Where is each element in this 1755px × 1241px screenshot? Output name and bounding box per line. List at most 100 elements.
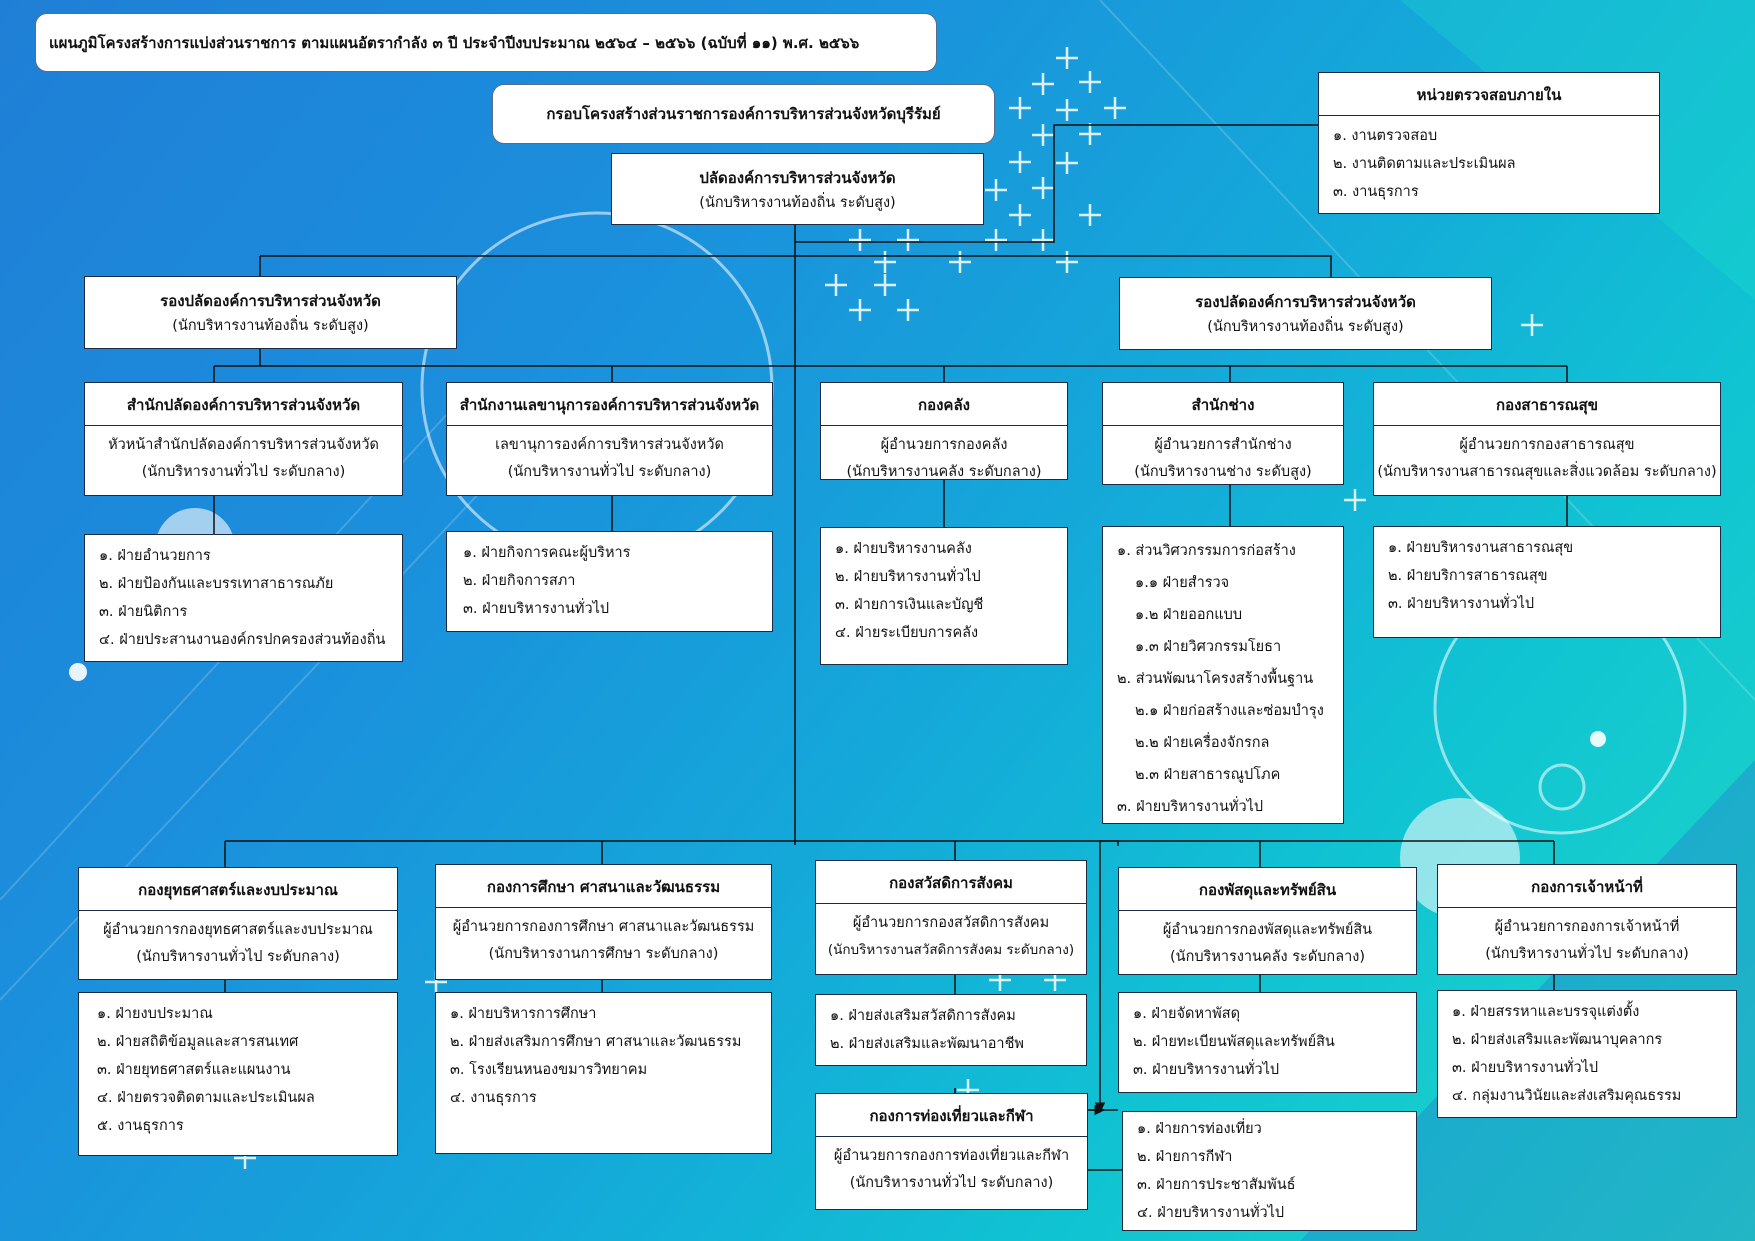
- plus-decoration-icon: [1056, 99, 1078, 121]
- plus-decoration-icon: [1032, 229, 1054, 251]
- section-list: ๑. ฝ่ายส่งเสริมสวัสดิการสังคม ๒. ฝ่ายส่ง…: [815, 994, 1087, 1066]
- division-head: ผู้อำนวยการกองยุทธศาสตร์และงบประมาณ: [103, 922, 373, 938]
- division-social-welfare: กองสวัสดิการสังคม ผู้อำนวยการกองสวัสดิกา…: [815, 860, 1087, 975]
- deputy-left-box: รองปลัดองค์การบริหารส่วนจังหวัด (นักบริห…: [84, 276, 457, 349]
- division-level: (นักบริหารงานทั่วไป ระดับกลาง): [136, 949, 340, 965]
- list-item: ๒. ฝ่ายบริการสาธารณสุข: [1388, 568, 1548, 584]
- division-finance: กองคลัง ผู้อำนวยการกองคลัง(นักบริหารงานค…: [820, 382, 1068, 480]
- division-level: (นักบริหารงานทั่วไป ระดับกลาง): [1485, 946, 1689, 962]
- section-list: ๑. ฝ่ายอำนวยการ ๒. ฝ่ายป้องกันและบรรเทาส…: [84, 534, 403, 662]
- deputy-left-title: รองปลัดองค์การบริหารส่วนจังหวัด: [160, 292, 381, 310]
- subheader: กรอบโครงสร้างส่วนราชการองค์การบริหารส่วน…: [492, 84, 995, 144]
- division-title: กองยุทธศาสตร์และงบประมาณ: [79, 868, 397, 911]
- list-item: ๑. ฝ่ายการท่องเที่ยว: [1137, 1121, 1262, 1137]
- list-item: ๒. ส่วนพัฒนาโครงสร้างพื้นฐาน: [1117, 671, 1314, 687]
- plus-decoration-icon: [1344, 489, 1366, 511]
- section-list: ๑. ฝ่ายการท่องเที่ยว ๒. ฝ่ายการกีฬา ๓. ฝ…: [1122, 1111, 1417, 1231]
- division-level: (นักบริหารงานคลัง ระดับกลาง): [1170, 949, 1365, 965]
- plus-decoration-icon: [1056, 47, 1078, 69]
- plus-decoration-icon: [1104, 97, 1126, 119]
- plus-decoration-icon: [1079, 71, 1101, 93]
- section-list: ๑. ฝ่ายงบประมาณ ๒. ฝ่ายสถิติข้อมูลและสาร…: [78, 992, 398, 1156]
- list-item: ๓. งานธุรการ: [1333, 184, 1419, 200]
- division-title: สำนักช่าง: [1103, 383, 1343, 426]
- list-item: ๑. ฝ่ายสรรหาและบรรจุแต่งตั้ง: [1452, 1004, 1640, 1020]
- list-item: ๑. ฝ่ายบริหารงานคลัง: [835, 541, 972, 557]
- section-list: ๑. ฝ่ายสรรหาและบรรจุแต่งตั้ง ๒. ฝ่ายส่งเ…: [1437, 990, 1737, 1118]
- plus-decoration-icon: [1009, 151, 1031, 173]
- division-title: กองสาธารณสุข: [1374, 383, 1720, 426]
- list-item: ๒.๒ ฝ่ายเครื่องจักรกล: [1135, 735, 1270, 751]
- list-item: ๑. ฝ่ายส่งเสริมสวัสดิการสังคม: [830, 1008, 1016, 1024]
- subheader-text: กรอบโครงสร้างส่วนราชการองค์การบริหารส่วน…: [546, 105, 941, 123]
- division-tourism-sports: กองการท่องเที่ยวและกีฬา ผู้อำนวยการกองกา…: [815, 1093, 1088, 1210]
- plus-decoration-icon: [897, 229, 919, 251]
- list-item: ๑. ฝ่ายอำนวยการ: [99, 548, 211, 564]
- list-item: ๒. ฝ่ายการกีฬา: [1137, 1149, 1233, 1165]
- division-personnel: กองการเจ้าหน้าที่ ผู้อำนวยการกองการเจ้าห…: [1437, 864, 1737, 975]
- list-item: ๔. ฝ่ายบริหารงานทั่วไป: [1137, 1205, 1285, 1221]
- division-title: กองการเจ้าหน้าที่: [1438, 865, 1736, 908]
- division-title: สำนักปลัดองค์การบริหารส่วนจังหวัด: [85, 383, 402, 426]
- section-list: ๑. ฝ่ายบริหารงานสาธารณสุข ๒. ฝ่ายบริการส…: [1373, 526, 1721, 638]
- list-item: ๒.๑ ฝ่ายก่อสร้างและซ่อมบำรุง: [1135, 703, 1324, 719]
- chief-box: ปลัดองค์การบริหารส่วนจังหวัด (นักบริหารง…: [611, 153, 984, 225]
- plus-decoration-icon: [1521, 314, 1543, 336]
- deputy-left-level: (นักบริหารงานท้องถิ่น ระดับสูง): [172, 318, 369, 334]
- plus-decoration-icon: [1079, 123, 1101, 145]
- chief-title: ปลัดองค์การบริหารส่วนจังหวัด: [699, 169, 896, 187]
- list-item: ๒. ฝ่ายส่งเสริมการศึกษา ศาสนาและวัฒนธรรม: [450, 1034, 742, 1050]
- plus-decoration-icon: [1032, 177, 1054, 199]
- list-item: ๒. ฝ่ายป้องกันและบรรเทาสาธารณภัย: [99, 576, 334, 592]
- list-item: ๔. ฝ่ายระเบียบการคลัง: [835, 625, 979, 641]
- division-head: ผู้อำนวยการกองการศึกษา ศาสนาและวัฒนธรรม: [452, 919, 755, 935]
- list-item: ๒. ฝ่ายสถิติข้อมูลและสารสนเทศ: [97, 1034, 299, 1050]
- division-head: ผู้อำนวยการสำนักช่าง: [1154, 437, 1292, 453]
- audit-unit-box: หน่วยตรวจสอบภายใน ๑. งานตรวจสอบ ๒. งานติ…: [1318, 72, 1660, 214]
- plus-decoration-icon: [825, 274, 847, 296]
- plus-decoration-icon: [1009, 97, 1031, 119]
- list-item: ๑. ฝ่ายบริหารการศึกษา: [450, 1006, 597, 1022]
- list-item: ๑. ฝ่ายงบประมาณ: [97, 1006, 213, 1022]
- section-list: ๑. ฝ่ายบริหารงานคลัง ๒. ฝ่ายบริหารงานทั่…: [820, 527, 1068, 665]
- list-item: ๒. ฝ่ายส่งเสริมและพัฒนาบุคลากร: [1452, 1032, 1663, 1048]
- deputy-right-box: รองปลัดองค์การบริหารส่วนจังหวัด (นักบริห…: [1119, 277, 1492, 350]
- division-level: (นักบริหารงานทั่วไป ระดับกลาง): [507, 464, 712, 480]
- division-head: ผู้อำนวยการกองการเจ้าหน้าที่: [1494, 919, 1680, 935]
- list-item: ๓. ฝ่ายการเงินและบัญชี: [835, 597, 984, 613]
- plus-decoration-icon: [1056, 251, 1078, 273]
- division-title: กองสวัสดิการสังคม: [816, 861, 1086, 904]
- list-item: ๑.๒ ฝ่ายออกแบบ: [1135, 607, 1243, 623]
- page-header-text: แผนภูมิโครงสร้างการแบ่งส่วนราชการ ตามแผน…: [49, 33, 860, 52]
- division-head: ผู้อำนวยการกองสวัสดิการสังคม: [852, 915, 1050, 931]
- list-item: ๔. ฝ่ายประสานงานองค์กรปกครองส่วนท้องถิ่น: [99, 632, 386, 648]
- list-item: ๓. ฝ่ายการประชาสัมพันธ์: [1137, 1177, 1296, 1193]
- list-item: ๔. กลุ่มงานวินัยและส่งเสริมคุณธรรม: [1452, 1088, 1682, 1104]
- plus-decoration-icon: [874, 251, 896, 273]
- plus-decoration-icon: [1056, 152, 1078, 174]
- list-item: ๒. ฝ่ายบริหารงานทั่วไป: [835, 569, 981, 585]
- list-item: ๔. ฝ่ายตรวจติดตามและประเมินผล: [97, 1090, 315, 1106]
- list-item: ๑. ส่วนวิศวกรรมการก่อสร้าง: [1117, 543, 1296, 559]
- plus-decoration-icon: [1079, 204, 1101, 226]
- division-education: กองการศึกษา ศาสนาและวัฒนธรรม ผู้อำนวยการ…: [435, 864, 772, 980]
- division-title: กองการท่องเที่ยวและกีฬา: [816, 1094, 1087, 1137]
- plus-decoration-icon: [949, 251, 971, 273]
- list-item: ๒. ฝ่ายทะเบียนพัสดุและทรัพย์สิน: [1133, 1034, 1335, 1050]
- plus-decoration-icon: [849, 299, 871, 321]
- list-item: ๓. โรงเรียนหนองขมารวิทยาคม: [450, 1062, 648, 1078]
- list-item: ๑.๑ ฝ่ายสำรวจ: [1135, 575, 1230, 591]
- division-level: (นักบริหารงานสวัสดิการสังคม ระดับกลาง): [827, 942, 1075, 958]
- division-head: ผู้อำนวยการกองการท่องเที่ยวและกีฬา: [833, 1148, 1070, 1164]
- list-item: ๓. ฝ่ายนิติการ: [99, 604, 188, 620]
- division-title: กองคลัง: [821, 383, 1067, 426]
- list-item: ๓. ฝ่ายบริหารงานทั่วไป: [1452, 1060, 1599, 1076]
- plus-decoration-icon: [1032, 124, 1054, 146]
- division-level: (นักบริหารงานช่าง ระดับสูง): [1134, 464, 1312, 480]
- list-item: ๒. งานติดตามและประเมินผล: [1333, 156, 1516, 172]
- list-item: ๑.๓ ฝ่ายวิศวกรรมโยธา: [1135, 639, 1282, 655]
- division-engineering: สำนักช่าง ผู้อำนวยการสำนักช่าง (นักบริหาร…: [1102, 382, 1344, 485]
- division-title: สำนักงานเลขานุการองค์การบริหารส่วนจังหวั…: [447, 383, 772, 426]
